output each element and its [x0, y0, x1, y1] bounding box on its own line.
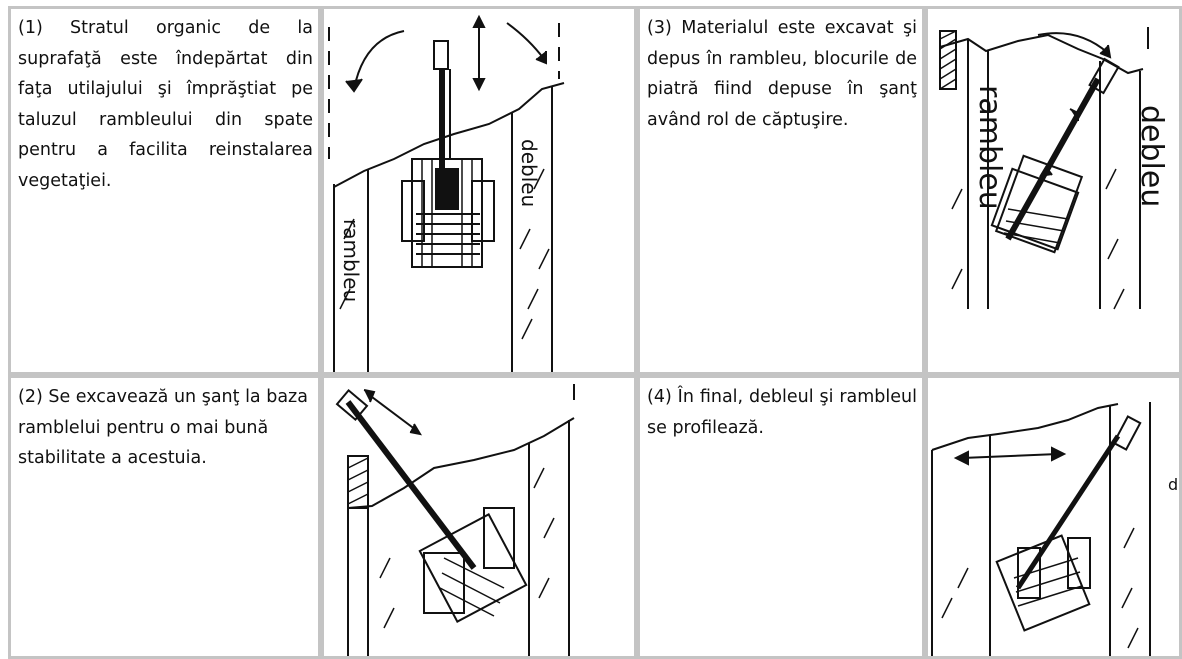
step-4-illustration: d [931, 402, 1178, 656]
step-3-text: (3) Materialul este excavat şi depus în … [647, 18, 917, 130]
step-1-fill-label: rambleu [339, 219, 363, 302]
step-3-text-cell: (3) Materialul este excavat şi depus în … [637, 6, 925, 375]
step-1-text-cell: (1) Stratul organic de la suprafaţă este… [8, 6, 321, 375]
step-2-illustration [335, 384, 575, 656]
step-4-text: (4) În final, debleul şi rambleul se pro… [647, 387, 917, 438]
step-4-stray-mark: d [1168, 475, 1178, 494]
step-2-illustration-cell [321, 375, 637, 659]
step-3-illustration-cell: rambleu debleu [925, 6, 1182, 375]
step-2-text: (2) Se excavează un şanţ la baza ramblel… [18, 387, 308, 468]
step-1-text: (1) Stratul organic de la suprafaţă este… [18, 18, 313, 191]
step-2-text-cell: (2) Se excavează un şanţ la baza ramblel… [8, 375, 321, 659]
step-1-cut-label: debleu [517, 139, 541, 207]
step-4-text-cell: (4) În final, debleul şi rambleul se pro… [637, 375, 925, 659]
step-3-cut-label: debleu [1134, 105, 1169, 207]
step-1-illustration-cell: rambleu debleu [321, 6, 637, 375]
step-1-illustration: rambleu debleu [328, 14, 565, 372]
step-4-illustration-cell: d [925, 375, 1182, 659]
step-3-fill-label: rambleu [972, 85, 1007, 210]
step-3-illustration: rambleu debleu [939, 27, 1169, 310]
